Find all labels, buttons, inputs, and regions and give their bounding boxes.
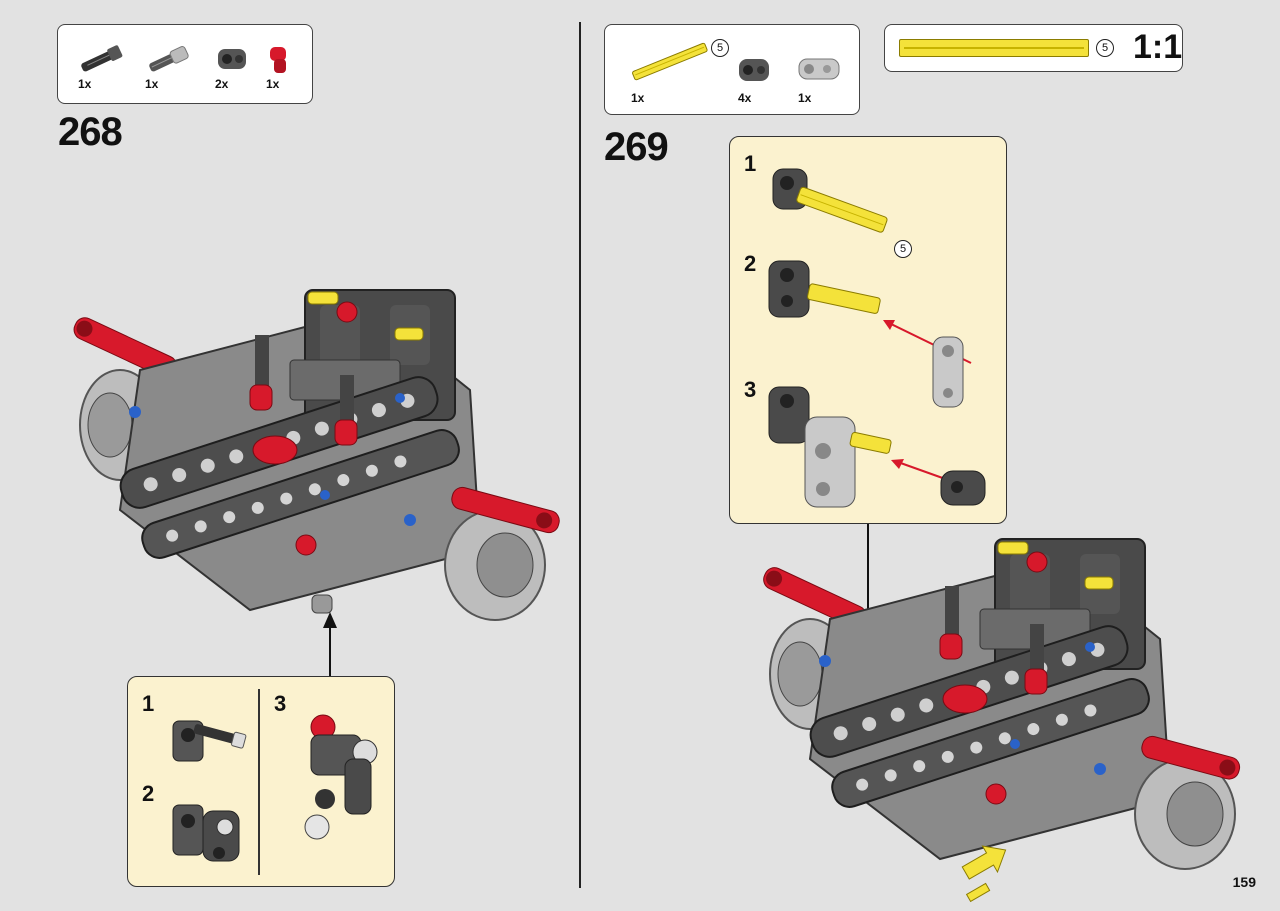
substep-number: 3 xyxy=(744,377,757,402)
red-axle-pin-icon xyxy=(270,47,286,73)
arrow-up-icon xyxy=(323,612,337,680)
page-divider xyxy=(579,22,581,888)
dark-gray-cross-block-icon xyxy=(218,49,246,69)
subassembly-box-step-268: 1 2 3 xyxy=(127,676,395,887)
substep-3-model xyxy=(304,714,378,840)
axle-length-badge: 5 xyxy=(894,240,912,258)
assembly-model-step-268 xyxy=(73,289,560,621)
assembly-model-step-269 xyxy=(763,538,1241,903)
part-qty: 1x xyxy=(266,77,280,91)
axle-length-badge: 5 xyxy=(1096,39,1114,57)
substep-number: 1 xyxy=(142,691,155,716)
dark-gray-cross-block-icon xyxy=(739,59,769,81)
substep-number: 2 xyxy=(744,251,757,276)
parts-list-step-268: 1x 1x 2x 1x xyxy=(57,24,313,104)
part-qty: 4x xyxy=(738,91,752,105)
part-qty: 1x xyxy=(145,77,159,91)
scale-label: 1:1 xyxy=(1133,28,1183,66)
part-qty: 1x xyxy=(631,91,645,105)
substep-1-model xyxy=(172,720,247,762)
step-number-269: 269 xyxy=(604,125,669,169)
substep-number: 3 xyxy=(274,691,287,716)
page-number: 159 xyxy=(1232,874,1256,890)
step-number-268: 268 xyxy=(58,110,123,154)
substep-3-model xyxy=(768,386,986,508)
axle-length-badge: 5 xyxy=(711,39,729,57)
yellow-axle-icon xyxy=(632,42,708,81)
part-qty: 1x xyxy=(798,91,812,105)
light-gray-cross-block-icon xyxy=(798,58,840,80)
substep-divider xyxy=(258,689,260,875)
substep-number: 2 xyxy=(142,781,155,806)
black-axle-connector-icon xyxy=(81,45,123,72)
substep-2-model xyxy=(768,260,972,408)
substep-2-model xyxy=(172,804,240,862)
part-qty: 2x xyxy=(215,77,229,91)
substep-number: 1 xyxy=(744,151,757,176)
subassembly-box-step-269: 1 2 3 5 xyxy=(729,136,1007,524)
gray-axle-pin-icon xyxy=(149,46,189,72)
substep-1-model xyxy=(772,168,888,233)
parts-list-step-269: 5 1x 4x 1x xyxy=(604,24,860,115)
yellow-axle-scale xyxy=(899,39,1089,57)
scale-reference-box: 5 1:1 xyxy=(884,24,1183,72)
part-qty: 1x xyxy=(78,77,92,91)
